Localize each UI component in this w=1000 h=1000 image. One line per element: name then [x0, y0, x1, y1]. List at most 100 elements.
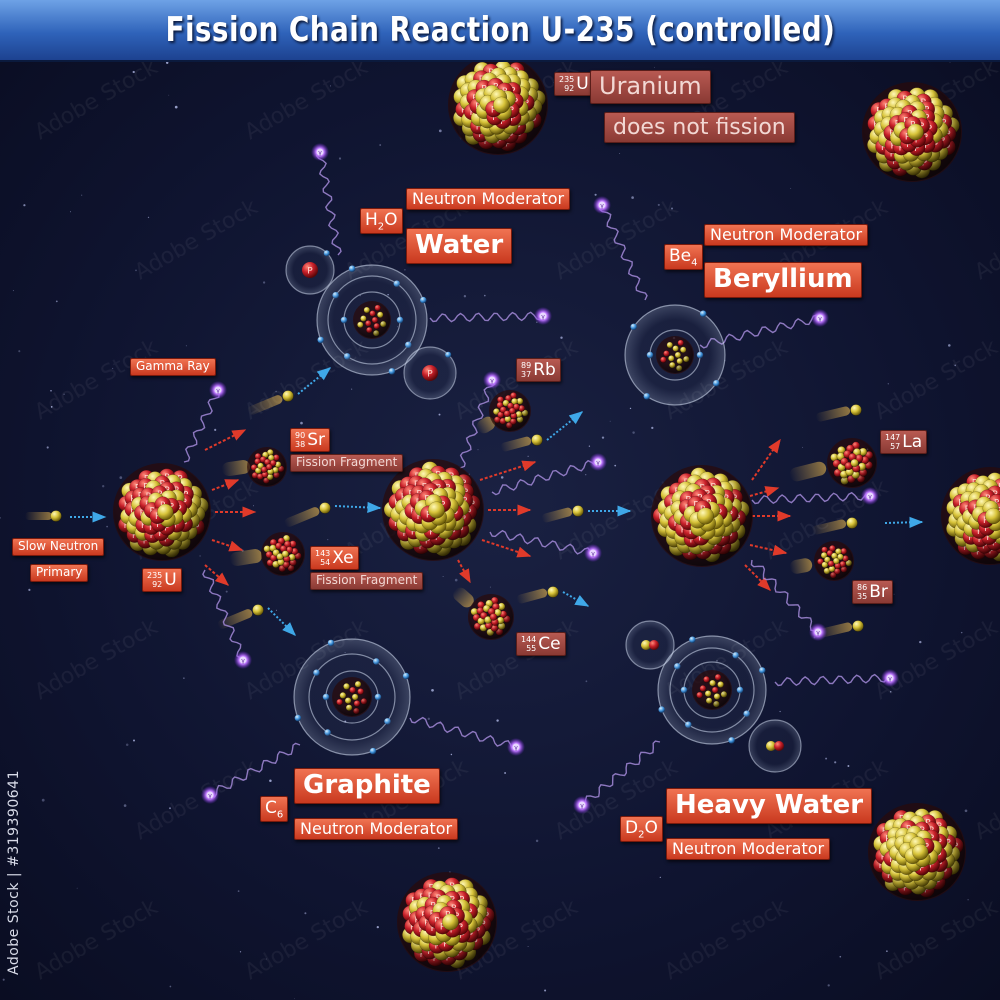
- d2o-symbol: D2O: [620, 816, 663, 843]
- neutron-moderator-label-beryllium: Neutron Moderator: [704, 224, 869, 247]
- mass-number: 90: [295, 431, 306, 440]
- star: [967, 899, 969, 901]
- nucleus-shading: [354, 302, 390, 338]
- u235-nucleus-2: PPPPPPPPPPPPPPPPPPPPPPPPPPPPPPPPPPP: [382, 459, 484, 561]
- uranium-label: Uranium: [590, 70, 711, 104]
- atomic-number: 38: [295, 440, 306, 449]
- watermark-word: Adobe Stock: [871, 335, 1000, 426]
- star: [544, 989, 547, 992]
- star: [886, 950, 888, 952]
- watermark-word: Adobe Stock: [661, 895, 793, 986]
- subscript: 4: [691, 257, 698, 269]
- gamma-letter: γ: [241, 658, 245, 665]
- star: [651, 426, 654, 430]
- element-symbol: U: [576, 74, 589, 94]
- gamma-ray-wave: [459, 380, 496, 469]
- gamma-photon: γ: [534, 307, 552, 325]
- does-not-fission-label: does not fission: [604, 112, 795, 144]
- element-symbol: Be: [669, 246, 692, 266]
- fission-fragment-label-xe: Fission Fragment: [310, 572, 424, 590]
- atomic-number: 37: [521, 370, 532, 379]
- fragment-trail: [789, 461, 827, 482]
- gamma-ray-wave: [750, 559, 820, 632]
- star: [237, 890, 240, 892]
- star: [834, 761, 837, 764]
- star: [169, 985, 172, 988]
- electron: [445, 351, 452, 358]
- neutron-arrow-1: [334, 501, 382, 514]
- gamma-ray-wave: [598, 205, 648, 301]
- star: [504, 772, 507, 774]
- gamma-ray-wave: [583, 740, 661, 809]
- proton: [774, 741, 784, 751]
- element-symbol: Rb: [533, 360, 556, 380]
- heat-arrow-13: [744, 564, 771, 591]
- nucleus-shading: [693, 671, 731, 709]
- gamma-photon: γ: [311, 143, 329, 161]
- star: [450, 753, 453, 756]
- electron: [323, 250, 330, 257]
- watermark-word: Adobe Stock: [551, 195, 683, 286]
- gamma-core: [886, 674, 894, 682]
- neutron-ball: [846, 517, 858, 529]
- gamma-photon: γ: [507, 738, 525, 756]
- subscript: 2: [377, 221, 385, 233]
- neutron-ball: [852, 620, 864, 632]
- star: [123, 804, 127, 807]
- gamma-core: [816, 314, 824, 322]
- gamma-core: [814, 628, 822, 636]
- electron: [630, 323, 637, 330]
- star: [135, 269, 137, 272]
- neutron-ball: [252, 604, 264, 616]
- gamma-core: [214, 386, 222, 394]
- star: [174, 105, 178, 109]
- u235-nucleus-nonfission-2: PPPPPPPPPPPPPPPPPPPPPPPPPPPPPPPP: [862, 82, 962, 182]
- star: [779, 710, 781, 713]
- nucleus-shading: [469, 595, 513, 639]
- ce144-fragment: [468, 594, 514, 640]
- gamma-letter: γ: [216, 388, 220, 395]
- nucleus-shading: [398, 873, 496, 971]
- star: [629, 407, 632, 410]
- c6-symbol: C6: [260, 796, 289, 823]
- star: [275, 609, 277, 611]
- released-neutron: [852, 620, 864, 632]
- gamma-letter: γ: [591, 551, 595, 558]
- electron: [420, 296, 427, 304]
- mass-number: 235: [559, 75, 575, 84]
- released-neutron: [531, 434, 543, 446]
- gamma-letter: γ: [580, 803, 584, 810]
- star: [351, 388, 353, 390]
- atomic-number: 54: [320, 558, 331, 567]
- mass-number: 89: [521, 361, 532, 370]
- watermark-word: Adobe Stock: [871, 615, 1000, 706]
- h2o-symbol: H2O: [360, 208, 403, 235]
- gamma-ray-wave: [751, 491, 870, 505]
- neutron-ball: [531, 434, 543, 446]
- mass-number: 235: [147, 571, 163, 580]
- nucleus-shading: [262, 533, 304, 575]
- proton-letter: P: [427, 370, 433, 380]
- star: [790, 187, 792, 189]
- element-symbol: Ce: [538, 634, 561, 654]
- u235-nucleus-nonfission-4: PPPPPPPPPPPPPPPPPPPPPPPPPPPPPPPPPPPPPP: [397, 872, 497, 972]
- heat-arrow-8: [457, 559, 471, 584]
- graphite-label: Graphite: [294, 768, 440, 804]
- electron: [759, 667, 766, 674]
- star: [653, 66, 655, 68]
- star: [81, 194, 83, 196]
- star: [23, 204, 26, 207]
- br86-fragment: [814, 541, 854, 581]
- star: [50, 389, 52, 392]
- fragment-trail: [229, 549, 263, 566]
- heat-arrow-5: [479, 460, 537, 481]
- proton: [302, 262, 318, 278]
- star: [214, 428, 217, 431]
- nucleus-shading: [652, 466, 752, 566]
- star: [266, 958, 268, 960]
- star: [463, 295, 467, 298]
- mass-number: 86: [857, 583, 868, 592]
